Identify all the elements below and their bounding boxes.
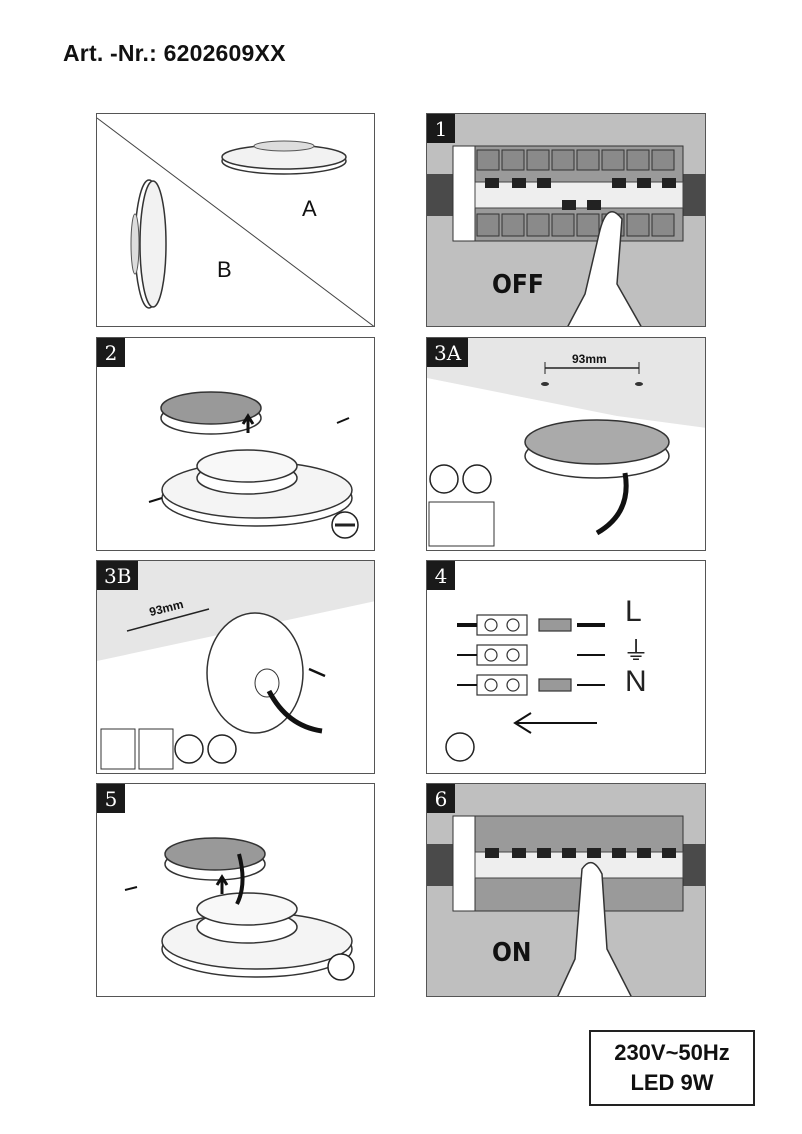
spec-power: LED 9W: [630, 1070, 714, 1095]
screwdriver-icon: [327, 953, 355, 981]
panel-step-2: 2: [96, 337, 375, 551]
arrow-icon: [241, 413, 255, 433]
label-b: B: [217, 257, 232, 282]
panel-step-5: 5: [96, 783, 375, 997]
status-on: ON: [492, 938, 532, 968]
wire-label-n: N: [625, 665, 647, 698]
wiring-illustration: [445, 614, 605, 762]
step-number: 5: [97, 784, 125, 813]
screwdriver-icon: [445, 732, 475, 762]
breaker-box-on-illustration: [427, 815, 705, 996]
ground-icon: ⏚: [623, 636, 650, 666]
screwdriver-icon: [207, 734, 237, 764]
panel-step-6: 6 ON: [426, 783, 706, 997]
arrow-icon: [336, 417, 350, 424]
step-number: 6: [427, 784, 455, 813]
drill-icon: [174, 734, 204, 764]
remove-base-illustration: [148, 391, 359, 539]
wall-mount-illustration: [97, 561, 374, 770]
panel-mounting-options: A B: [96, 113, 375, 327]
step-number: 3B: [97, 561, 139, 590]
panel-step-4: 4 L ⏚ N: [426, 560, 706, 774]
spec-voltage: 230V~50Hz: [614, 1040, 730, 1065]
step-number: 2: [97, 338, 125, 367]
article-number: Art. -Nr.: 6202609XX: [63, 40, 286, 66]
wire-label-l: L: [625, 595, 642, 628]
screwdriver-icon: [429, 464, 459, 494]
mounting-options-illustration: [97, 117, 374, 326]
panel-step-3b: 3B 93mm: [96, 560, 375, 774]
finger-icon: [557, 861, 632, 996]
status-off: OFF: [492, 270, 544, 300]
breaker-box-off-illustration: [427, 145, 705, 326]
finger-icon: [567, 211, 642, 326]
panel-step-1: 1 OFF: [426, 113, 706, 327]
arrow-icon: [124, 886, 138, 891]
panel-step-3a: 3A 93mm: [426, 337, 706, 551]
arrow-icon: [148, 497, 163, 503]
step-number: 4: [427, 561, 455, 590]
label-a: A: [302, 196, 317, 221]
ceiling-mount-illustration: [427, 338, 705, 547]
arrow-icon: [215, 874, 229, 894]
spec-box: 230V~50Hz LED 9W: [589, 1030, 755, 1106]
arrow-icon: [513, 712, 597, 734]
drill-icon: [462, 464, 492, 494]
arrow-icon: [308, 667, 326, 678]
attach-lamp-illustration: [124, 837, 355, 981]
step-number: 1: [427, 114, 455, 143]
step-number: 3A: [427, 338, 469, 367]
dimension-label: 93mm: [572, 352, 607, 366]
